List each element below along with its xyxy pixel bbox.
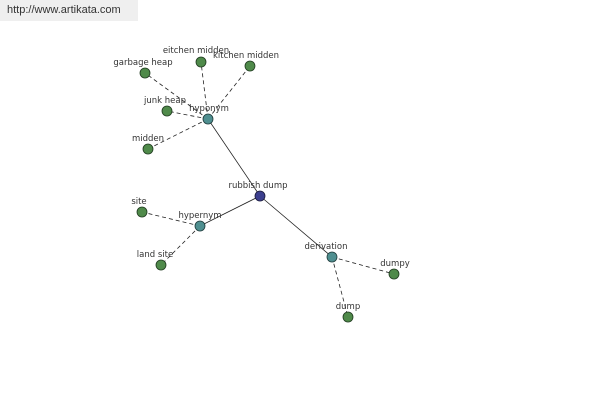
edge-eitchen-midden xyxy=(200,61,209,120)
edge-rel-hypernym xyxy=(199,195,261,227)
node-land-site[interactable] xyxy=(155,259,167,271)
node-rel-derivation[interactable] xyxy=(326,251,338,263)
node-junk-heap[interactable] xyxy=(161,105,173,117)
edge-kitchen-midden xyxy=(207,65,251,120)
node-rel-hypernym[interactable] xyxy=(194,220,206,232)
label-center[interactable]: rubbish dump xyxy=(228,181,287,191)
edge-rel-derivation xyxy=(259,195,333,258)
label-rel-hyponym[interactable]: hyponym xyxy=(189,104,229,114)
label-eitchen-midden[interactable]: eitchen midden xyxy=(163,46,229,56)
label-junk-heap[interactable]: junk heap xyxy=(143,96,186,106)
node-dumpy[interactable] xyxy=(388,268,400,280)
label-garbage-heap[interactable]: garbage heap xyxy=(113,58,172,68)
label-midden[interactable]: midden xyxy=(132,134,164,144)
edge-land-site xyxy=(160,225,201,266)
node-dump[interactable] xyxy=(342,311,354,323)
node-rel-hyponym[interactable] xyxy=(202,113,214,125)
label-site[interactable]: site xyxy=(131,197,146,207)
label-rel-hypernym[interactable]: hypernym xyxy=(178,211,221,221)
label-dump[interactable]: dump xyxy=(336,302,360,312)
edge-rel-hyponym xyxy=(207,118,261,197)
node-garbage-heap[interactable] xyxy=(139,67,151,79)
node-midden[interactable] xyxy=(142,143,154,155)
label-kitchen-midden[interactable]: kitchen midden xyxy=(213,51,279,61)
node-center[interactable] xyxy=(254,190,266,202)
label-rel-derivation[interactable]: derivation xyxy=(304,242,347,252)
node-site[interactable] xyxy=(136,206,148,218)
edge-garbage-heap xyxy=(144,72,209,120)
node-kitchen-midden[interactable] xyxy=(244,60,256,72)
edge-dumpy xyxy=(331,256,395,275)
edge-site xyxy=(141,211,201,227)
edge-dump xyxy=(331,256,349,318)
label-land-site[interactable]: land site xyxy=(137,250,173,260)
node-eitchen-midden[interactable] xyxy=(195,56,207,68)
label-dumpy[interactable]: dumpy xyxy=(380,259,410,269)
source-url[interactable]: http://www.artikata.com xyxy=(0,0,138,21)
